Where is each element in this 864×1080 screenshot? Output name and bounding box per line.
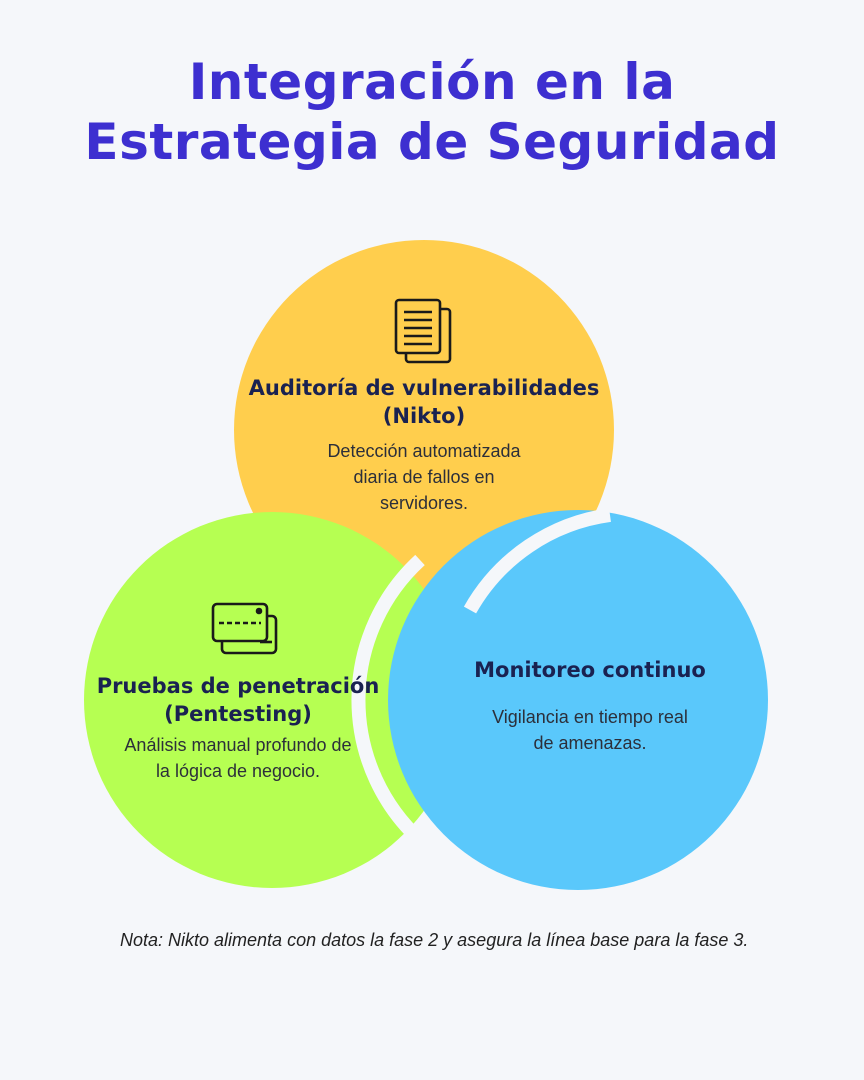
- monitoring-label: Monitoreo continuo Vigilancia en tiempo …: [440, 656, 740, 756]
- audit-label: Auditoría de vulnerabilidades (Nikto) De…: [234, 374, 614, 516]
- title-line-1: Integración en la: [188, 53, 676, 111]
- pentest-description: Análisis manual profundo de la lógica de…: [124, 735, 352, 781]
- monitoring-description: Vigilancia en tiempo real de amenazas.: [492, 707, 688, 753]
- separator-arc-right: [463, 508, 611, 614]
- documents-icon: [394, 298, 452, 364]
- footnote: Nota: Nikto alimenta con datos la fase 2…: [120, 930, 749, 950]
- circle-pentest: [84, 512, 460, 888]
- pentest-label: Pruebas de penetración (Pentesting) Anál…: [88, 672, 388, 784]
- pentest-heading: Pruebas de penetración (Pentesting): [96, 674, 380, 726]
- circle-monitoring: [388, 510, 768, 890]
- audit-description: Detección automatizada diaria de fallos …: [327, 441, 521, 513]
- audit-heading: Auditoría de vulnerabilidades (Nikto): [248, 376, 600, 428]
- title-line-2: Estrategia de Seguridad: [84, 113, 780, 171]
- credit-cards-icon: [211, 602, 278, 655]
- page-title: Integración en la Estrategia de Segurida…: [0, 52, 864, 172]
- monitoring-heading: Monitoreo continuo: [474, 658, 706, 682]
- separator-arc-left: [351, 554, 425, 846]
